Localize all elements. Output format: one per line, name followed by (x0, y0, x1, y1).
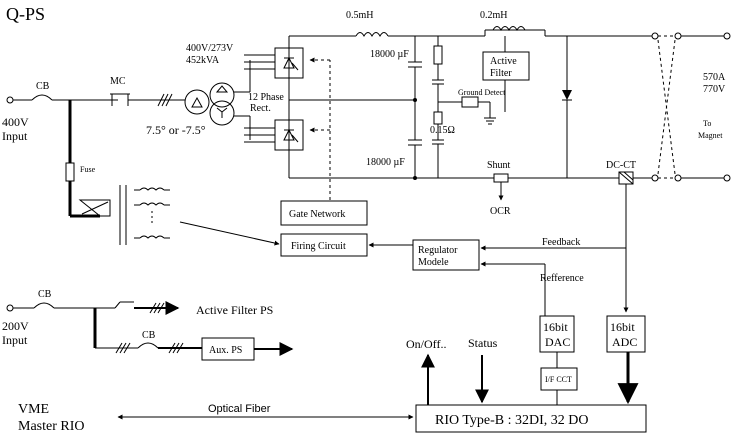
fuse-branch (65, 100, 170, 245)
output-to: To (703, 119, 711, 128)
thyristor-rectifier-upper (274, 47, 304, 79)
dcct-block (618, 171, 634, 185)
active-filter-ps-label: Active Filter PS (196, 303, 273, 317)
gate-signal-lines (309, 57, 331, 200)
fuse-icon (65, 162, 75, 182)
cb-aux1-label: CB (38, 289, 52, 300)
aux-ps-label: Aux. PS (209, 345, 242, 356)
output-polarity-switch (651, 32, 731, 182)
main-input-label: Input (2, 129, 28, 143)
output-magnet: Magnet (698, 131, 723, 140)
regulator-block (412, 239, 480, 271)
shunt-label: Shunt (487, 160, 511, 171)
dcct-label: DC-CT (606, 160, 636, 171)
transformer-phase-2: Rect. (250, 103, 271, 114)
output-voltage: 770V (703, 84, 726, 95)
vme-line2: Master RIO (18, 419, 85, 434)
optical-fiber-label: Optical Fiber (208, 403, 271, 415)
aux-input-voltage: 200V (2, 319, 29, 333)
dac-line2: DAC (545, 335, 570, 349)
cap-top-label: 18000 µF (370, 49, 409, 60)
active-filter-block (482, 36, 530, 112)
mc-label: MC (110, 76, 126, 87)
resistor-label: 0.15Ω (430, 125, 455, 136)
rio-label: RIO Type-B : 32DI, 32 DO (435, 413, 589, 428)
thyristor-rectifier-lower (274, 119, 304, 151)
adc-line2: ADC (612, 335, 637, 349)
transformer-rating-1: 400V/273V (186, 43, 234, 54)
vme-line1: VME (18, 402, 49, 417)
dac-block (539, 315, 575, 353)
cb-aux2-label: CB (142, 330, 156, 341)
freewheel-diode (562, 36, 572, 178)
aux-input-label: Input (2, 333, 28, 347)
gate-network-label: Gate Network (289, 209, 345, 220)
main-input-line (6, 93, 185, 107)
dac-line1: 16bit (543, 320, 568, 334)
transformer-shift: 7.5° or -7.5° (146, 123, 206, 137)
rio-block (415, 404, 647, 433)
resistor-branch (432, 36, 496, 178)
regulator-line1: Regulator (418, 245, 458, 256)
onoff-label: On/Off.. (406, 337, 446, 351)
cap-bottom-label: 18000 µF (366, 157, 405, 168)
main-input-voltage: 400V (2, 115, 29, 129)
gate-network-block (280, 200, 368, 226)
rectifier-feed-lines (244, 54, 275, 143)
adc-line1: 16bit (610, 320, 635, 334)
output-current: 570A (703, 72, 726, 83)
if-cct-block (540, 352, 578, 405)
inductor-2-label: 0.2mH (480, 10, 508, 21)
adc-block (606, 315, 646, 353)
reference-label: Refference (540, 273, 584, 284)
transformer-icon (184, 60, 251, 140)
cb-main-label: CB (36, 81, 50, 92)
shunt-block (493, 173, 509, 201)
ocr-label: OCR (490, 206, 511, 217)
dc-bus (288, 26, 652, 179)
capacitor-bank (408, 36, 422, 180)
reference-path (480, 261, 546, 316)
if-cct-label: I/F CCT (545, 375, 572, 384)
firing-circuit-label: Firing Circuit (291, 241, 346, 252)
transformer-rating-2: 452kVA (186, 55, 220, 66)
ground-detect-label: Ground Detect (458, 88, 506, 97)
feedback-label: Feedback (542, 237, 580, 248)
feedback-path (480, 184, 629, 313)
transformer-phase-1: 12 Phase (248, 92, 284, 103)
active-filter-line1: Active (490, 56, 517, 67)
fuse-label: Fuse (80, 165, 96, 174)
firing-circuit-block (280, 233, 368, 257)
regulator-line2: Modele (418, 257, 449, 268)
aux-input-line (6, 301, 294, 361)
status-label: Status (468, 336, 498, 350)
inductor-1-label: 0.5mH (346, 10, 374, 21)
diagram-title: Q-PS (6, 4, 45, 24)
active-filter-line2: Filter (490, 68, 512, 79)
